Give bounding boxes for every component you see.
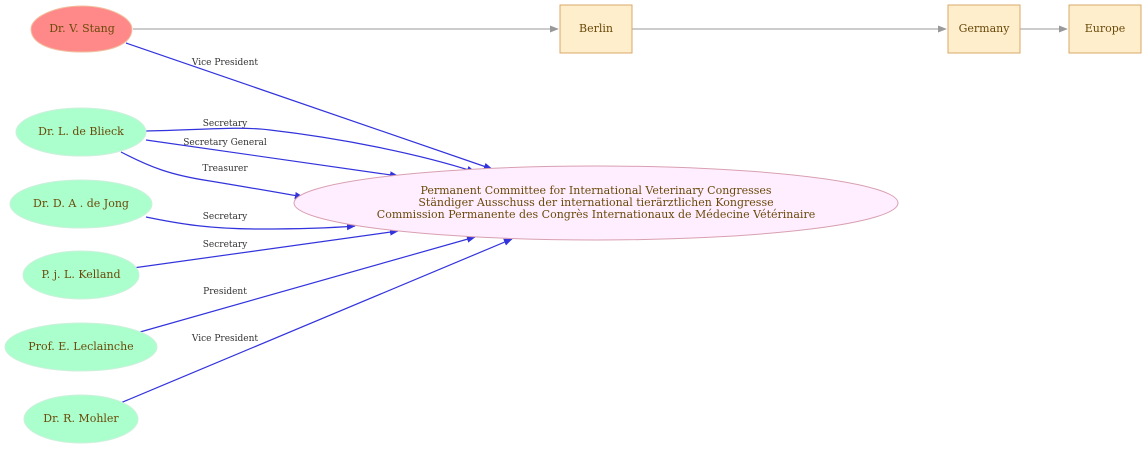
node-germany-label: Germany [959,22,1011,35]
node-debleick-label: Dr. L. de Blieck [38,125,124,138]
node-berlin-label: Berlin [579,22,613,35]
node-dejong[interactable]: Dr. D. A . de Jong [9,179,153,229]
node-mohler-shape [23,394,139,444]
node-stang[interactable]: Dr. V. Stang [30,5,133,53]
edge-dejong-committee [145,216,356,231]
node-committee-label-en: Permanent Committee for International Ve… [420,184,771,197]
node-kelland-shape [22,250,140,300]
edge-debleick-committee-treasurer [120,151,304,200]
node-stang-shape [30,5,133,53]
node-dejong-shape [9,179,153,229]
node-leclainche[interactable]: Prof. E. Leclainche [4,322,158,372]
edge-label-dejong-secretary: Secretary [203,212,248,222]
edge-label-kelland-secretary: Secretary [203,240,248,250]
node-committee-label-de: Ständiger Ausschuss der international ti… [418,196,773,209]
node-berlin[interactable]: Berlin [559,4,633,54]
edge-kelland-committee [132,228,399,269]
node-dejong-label: Dr. D. A . de Jong [33,197,129,210]
edge-label-debleick-treasurer: Treasurer [202,164,248,174]
node-stang-label: Dr. V. Stang [49,22,115,35]
node-mohler-label: Dr. R. Mohler [43,412,119,425]
node-kelland[interactable]: P. j. L. Kelland [22,250,140,300]
edge-leclainche-committee [132,235,476,335]
node-leclainche-label: Prof. E. Leclainche [28,340,133,353]
edge-mohler-committee [117,238,513,405]
edge-label-mohler-vp: Vice President [191,334,259,344]
node-leclainche-shape [4,322,158,372]
edge-label-debleick-secgen: Secretary General [183,138,267,148]
node-germany-shape [947,4,1021,54]
edge-labels: Vice President Secretary Secretary Gener… [183,58,267,344]
edge-debleick-committee-secretary [145,127,476,173]
node-germany[interactable]: Germany [947,4,1021,54]
node-europe-shape [1068,4,1142,54]
node-debleick-shape [15,107,147,157]
node-europe-label: Europe [1085,22,1126,35]
node-debleick[interactable]: Dr. L. de Blieck [15,107,147,157]
node-committee-shape [293,165,899,241]
node-committee-label-fr: Commission Permanente des Congrès Intern… [377,208,815,221]
edge-debleick-committee-secgen [145,139,399,179]
role-edges [117,42,513,405]
node-kelland-label: P. j. L. Kelland [41,268,120,281]
node-committee[interactable]: Permanent Committee for International Ve… [293,165,899,241]
edge-label-leclainche-president: President [203,287,247,297]
node-europe[interactable]: Europe [1068,4,1142,54]
node-berlin-shape [559,4,633,54]
edge-stang-committee [125,42,493,170]
edge-label-stang-vp: Vice President [191,58,259,68]
edge-label-debleick-secretary: Secretary [203,119,248,129]
node-mohler[interactable]: Dr. R. Mohler [23,394,139,444]
